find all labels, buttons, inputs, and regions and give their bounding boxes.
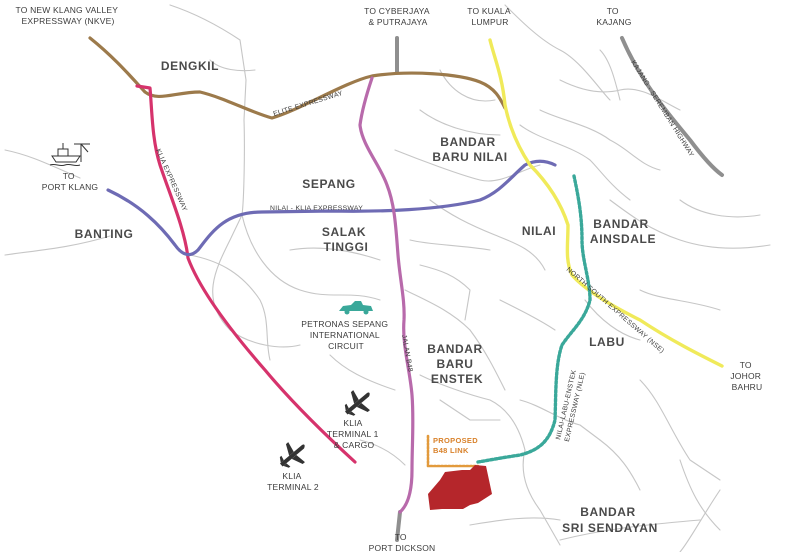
destination-kuala-lumpur: TO KUALA LUMPUR [467,6,513,27]
town-bandar-baru-enstek: BANDAR BARU ENSTEK [427,342,487,386]
label-kajang-seremban-highway: KAJANG - SEREMBAN HIGHWAY [629,59,695,158]
town-labu: LABU [589,335,625,349]
town-sepang: SEPANG [302,177,355,191]
race-car-icon [339,301,373,315]
north-south-expressway [488,38,724,368]
airplane-icon [279,442,305,468]
elite-expressway [88,36,507,120]
label-nilai-labu-enstek-expressway: NILAI-LABU-ENSTEK EXPRESSWAY (NLE) [555,367,587,442]
destination-port-dickson: TO PORT DICKSON [369,532,436,552]
label-nilai-klia-expressway: NILAI - KLIA EXPRESSWAY [270,205,363,212]
proposed-b48-link [426,434,480,468]
destination-johor-bahru: TO JOHOR BAHRU [730,360,763,392]
klia-expressway [135,84,357,464]
label-proposed-b48-link: PROPOSED B48 LINK [433,436,480,455]
town-nilai: NILAI [522,224,556,238]
destination-port-klang: TO PORT KLANG [42,171,98,192]
nilai-klia-expressway [106,159,557,257]
town-bandar-sri-sendayan: BANDAR SRI SENDAYAN [562,505,658,535]
airplane-icon [344,390,370,416]
label-jalan-b48: JALAN B48 [400,334,413,372]
label-klia-terminal-2: KLIA TERMINAL 2 [267,471,319,492]
kajang-seremban-highway [620,36,724,177]
ship-icon [49,143,90,167]
town-salak-tinggi: SALAK TINGGI [322,225,370,254]
label-klia-terminal-1: KLIA TERMINAL 1 & CARGO [327,418,381,450]
label-klia-expressway: KLIA EXPRESSWAY [154,148,188,213]
town-bandar-ainsdale: BANDAR AINSDALE [590,217,656,246]
nilai-labu-enstek-expressway [476,174,592,464]
label-elite-expressway: ELITE EXPRESSWAY [273,90,344,118]
minor-roads [4,4,771,552]
town-banting: BANTING [75,227,134,241]
town-dengkil: DENGKIL [161,59,219,73]
development-site [428,465,492,510]
jalan-b48 [358,76,415,514]
destination-cyberjaya: TO CYBERJAYA & PUTRAJAYA [364,6,432,27]
port-dickson-connector [395,510,402,542]
label-sepang-circuit: PETRONAS SEPANG INTERNATIONAL CIRCUIT [301,319,390,351]
town-bandar-baru-nilai: BANDAR BARU NILAI [432,135,507,164]
destination-nkve: TO NEW KLANG VALLEY EXPRESSWAY (NKVE) [15,5,120,26]
destination-kajang: TO KAJANG [596,6,631,27]
